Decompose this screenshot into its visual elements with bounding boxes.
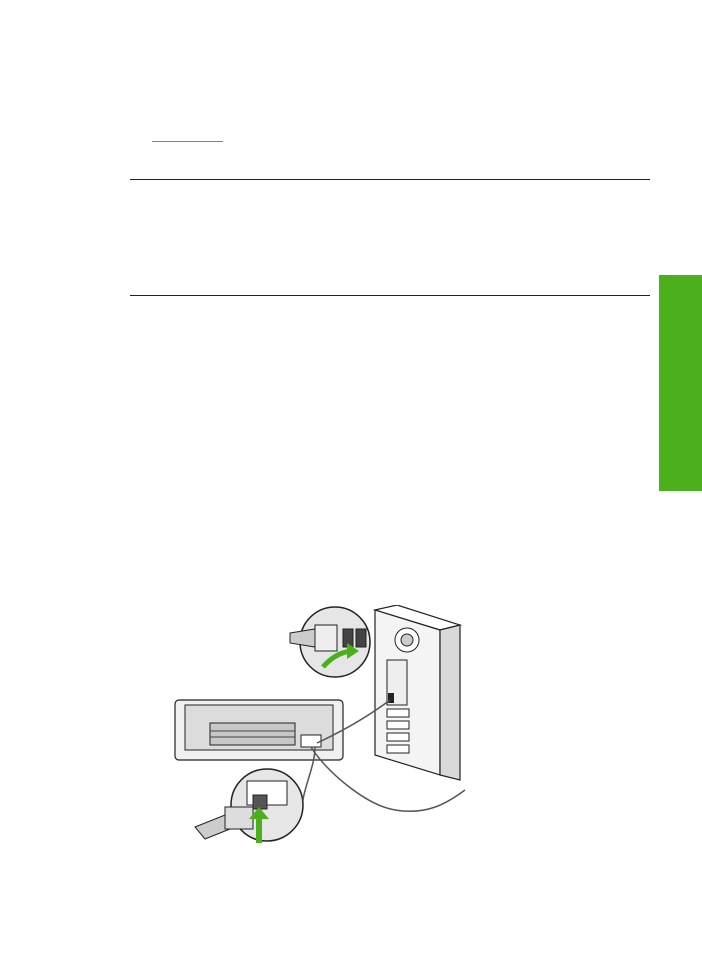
section-divider-top bbox=[130, 179, 650, 180]
usb-port-zoom-bottom bbox=[194, 768, 304, 843]
computer-tower-icon bbox=[372, 605, 463, 781]
usb-connection-illustration bbox=[174, 605, 466, 843]
section-divider-bottom bbox=[130, 295, 650, 296]
usb-cable-icon bbox=[302, 699, 466, 812]
cross-reference-link[interactable] bbox=[152, 126, 223, 142]
printer-rear-icon bbox=[174, 699, 344, 761]
usb-port-zoom-top bbox=[289, 606, 371, 678]
chapter-side-tab bbox=[659, 275, 702, 491]
